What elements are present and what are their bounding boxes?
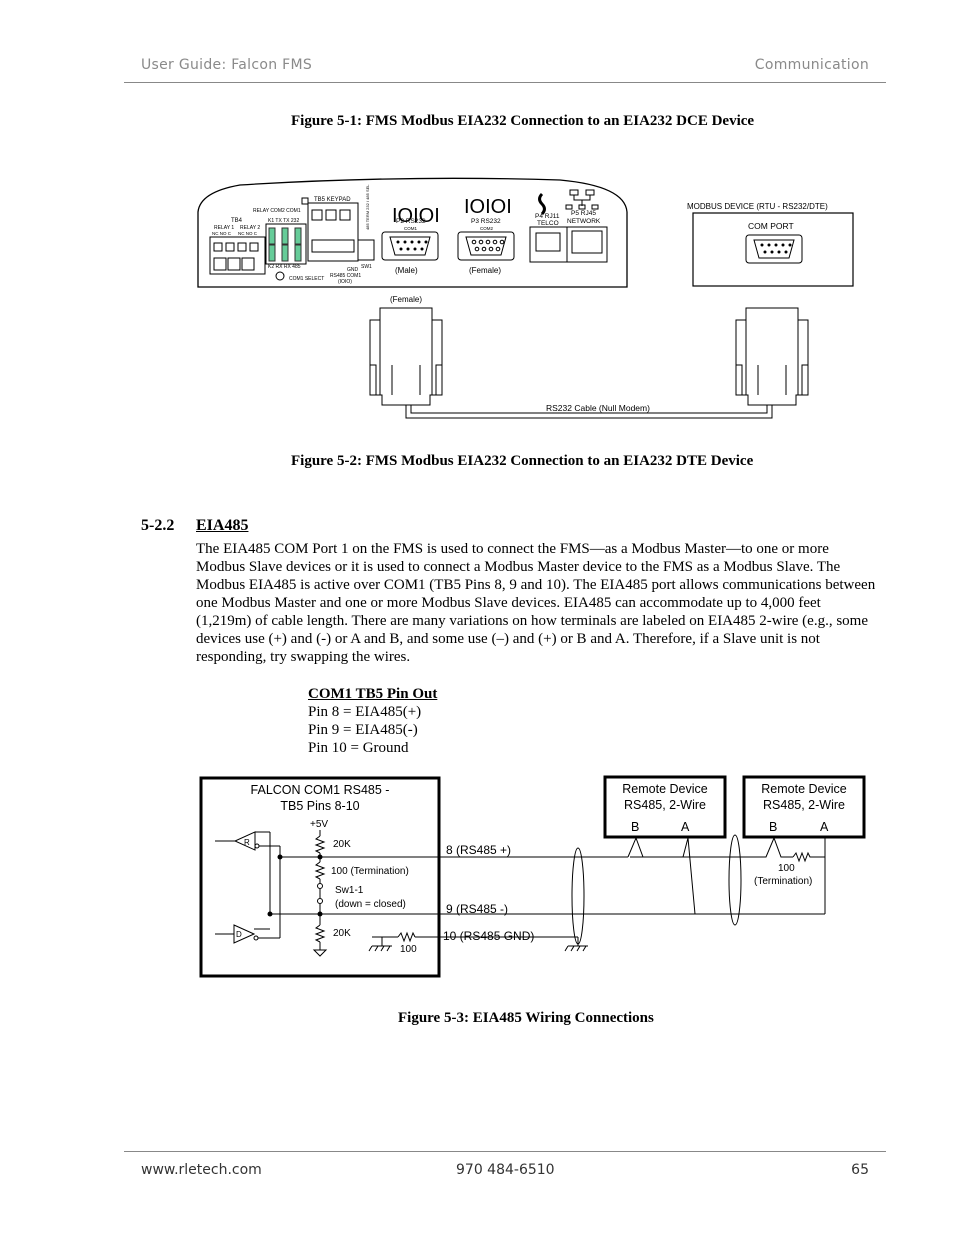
cable-label: RS232 Cable (Null Modem) [546,403,650,413]
panel-ncnoc2: NC NO C [238,231,258,236]
plus5v-label: +5V [310,819,328,830]
panel-tb5-keypad: TB5 KEYPAD [314,197,351,203]
figure-1-caption: Figure 5-1: FMS Modbus EIA232 Connection… [291,113,755,129]
cable-connector-left [369,307,443,406]
panel-p4: P4 RJ11 [535,213,560,220]
panel-p5: P5 RJ45 [571,210,596,217]
panel-male: (Male) [395,266,418,275]
rs485-wires [438,834,826,952]
remote-device-2-box [742,775,866,839]
footer-page-number: 65 [851,1162,869,1178]
panel-k2rx: K2 RX RX 485 [268,264,301,270]
pinout-line-8: Pin 8 = EIA485(+) [308,704,422,720]
terminal-blocks [209,197,375,281]
panel-telco: TELCO [537,220,559,227]
driver-d-label: D [236,930,242,939]
footer-phone: 970 484-6510 [456,1162,555,1178]
header-title: User Guide: Falcon FMS [141,57,313,73]
termination-label: 100 (Termination) [331,866,409,877]
panel-relay2: RELAY 2 [240,225,260,231]
fms-panel-outline [197,177,628,288]
panel-p3: P3 RS232 [471,218,501,225]
remote-2-a: A [820,820,829,834]
panel-ioio-small: (IOIO) [338,279,352,285]
term-label: (Termination) [754,876,812,887]
r100-label: 100 [400,944,417,955]
section-title: EIA485 [196,517,249,534]
modbus-device-title: MODBUS DEVICE (RTU - RS232/DTE) [687,202,828,211]
section-body-text: The EIA485 COM Port 1 on the FMS is used… [196,541,876,665]
sw1-1-label: Sw1-1 [335,885,364,896]
remote-2-line2: RS485, 2-Wire [763,798,845,812]
panel-relay-com: RELAY COM2 COM1 [253,208,301,214]
r20k-bot-label: 20K [333,928,351,939]
header-section: Communication [754,57,869,73]
section-number: 5-2.2 [141,517,175,534]
header-rule [124,82,886,83]
remote-2-b: B [769,820,777,834]
rj-jacks [529,189,608,263]
pinout-line-10: Pin 10 = Ground [308,740,409,756]
figure-2-caption: Figure 5-2: FMS Modbus EIA232 Connection… [291,453,754,469]
panel-k1tx: K1 TX TX 232 [268,218,299,224]
pinout-line-9: Pin 9 = EIA485(-) [308,722,418,738]
remote-2-line1: Remote Device [761,782,846,796]
falcon-title-line1: FALCON COM1 RS485 - [251,783,390,797]
pinout-title: COM1 TB5 Pin Out [308,686,438,702]
footer-website: www.rletech.com [141,1162,262,1178]
panel-db9-connectors [381,231,515,261]
panel-tb4: TB4 [231,218,243,224]
wire-8-label: 8 (RS485 +) [446,843,511,857]
remote-1-line1: Remote Device [622,782,707,796]
panel-female: (Female) [469,266,501,275]
down-closed-label: (down = closed) [335,899,406,910]
panel-ncnoc1: NC NO C [212,231,232,236]
panel-sw1: SW1 [361,264,372,270]
remote-1-b: B [631,820,639,834]
panel-network: NETWORK [567,218,601,225]
cable-connector-right [735,307,809,406]
modbus-device-box [692,212,854,287]
receiver-r-label: R [244,838,250,847]
footer-rule [124,1151,886,1152]
panel-ioioi-1: IOIOI [392,205,440,227]
figure-3-caption: Figure 5-3: EIA485 Wiring Connections [398,1010,654,1026]
panel-com2: COM2 [480,226,493,231]
panel-relay1: RELAY 1 [214,225,234,231]
panel-vertical-label: 485 TERM 232 / 485 SEL [365,184,370,230]
r20k-top-label: 20K [333,839,351,850]
panel-gnd: GND [347,267,359,273]
cable-female-label: (Female) [390,295,422,304]
com-port-label: COM PORT [748,221,794,231]
remote-1-a: A [681,820,690,834]
com-port-connector [745,234,803,264]
wire-9-label: 9 (RS485 -) [446,902,508,916]
pinout-block: COM1 TB5 Pin Out Pin 8 = EIA485(+) Pin 9… [308,685,437,757]
remote-1-line2: RS485, 2-Wire [624,798,706,812]
falcon-box [199,776,441,978]
falcon-title-line2: TB5 Pins 8-10 [280,799,359,813]
panel-p2: P2 RS232 [396,218,426,225]
rs232-cable [405,405,773,419]
remote-device-1-box [603,775,727,839]
falcon-circuit [215,830,438,957]
db9-pins [396,239,505,252]
panel-com1: COM1 [404,226,417,231]
term-100-label: 100 [778,863,795,874]
panel-com1-select: COM1 SELECT [289,276,324,282]
panel-ioioi-2: IOIOI [464,196,512,218]
wire-10-label: 10 (RS485 GND) [443,929,534,943]
panel-rs485com1: RS485 COM1 [330,273,361,279]
